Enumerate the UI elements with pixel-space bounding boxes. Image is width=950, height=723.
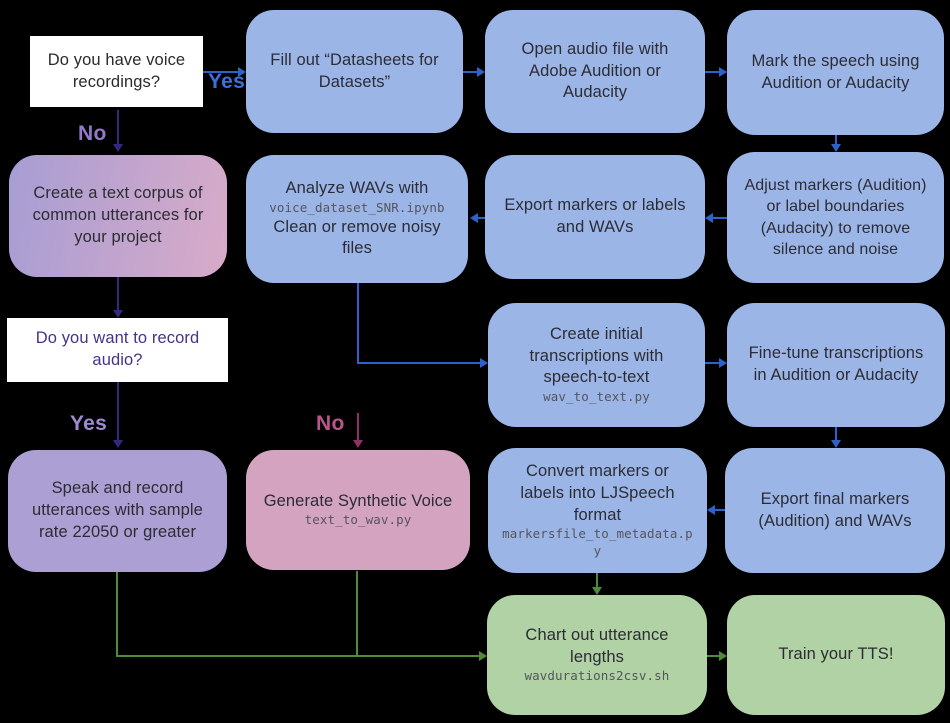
node-export-markers: Export markers or labels and WAVs bbox=[485, 155, 705, 279]
node-convert-to-ljspeech: Convert markers or labels into LJSpeech … bbox=[488, 448, 707, 573]
blue-arrows bbox=[203, 71, 837, 511]
purple-arrowheads bbox=[113, 144, 363, 448]
edge-label-no-record-audio: No bbox=[316, 412, 345, 435]
node-text: Convert markers or labels into LJSpeech … bbox=[520, 461, 675, 524]
decision-have-voice-recordings: Do you have voice recordings? bbox=[30, 36, 203, 107]
decision-text: Do you want to record audio? bbox=[35, 329, 200, 369]
green-arrowheads bbox=[479, 587, 727, 661]
node-text: Clean or remove noisy files bbox=[273, 217, 441, 258]
node-fill-datasheets: Fill out “Datasheets for Datasets” bbox=[246, 10, 463, 133]
node-adjust-markers: Adjust markers (Audition) or label bound… bbox=[727, 152, 944, 283]
node-script-name: wav_to_text.py bbox=[543, 389, 650, 405]
blue-arrowheads bbox=[238, 67, 841, 515]
node-mark-speech: Mark the speech using Audition or Audaci… bbox=[727, 10, 944, 135]
node-text: Export final markers (Audition) and WAVs bbox=[758, 489, 912, 530]
node-text: Generate Synthetic Voice bbox=[263, 491, 453, 510]
edge-label-no-recordings: No bbox=[78, 122, 107, 145]
node-create-transcriptions: Create initial transcriptions with speec… bbox=[488, 303, 705, 427]
node-text: Export markers or labels and WAVs bbox=[504, 196, 686, 236]
node-analyze-wavs: Analyze WAVs with voice_dataset_SNR.ipyn… bbox=[246, 155, 468, 283]
edge-label-yes-record-audio: Yes bbox=[70, 412, 108, 435]
node-generate-synthetic-voice: Generate Synthetic Voice text_to_wav.py bbox=[246, 450, 470, 570]
node-script-name: markersfile_to_metadata.py bbox=[502, 526, 693, 559]
node-text: Fine-tune transcriptions in Audition or … bbox=[748, 344, 924, 384]
node-text: Adjust markers (Audition) or label bound… bbox=[744, 177, 927, 258]
edge-label-yes-recordings: Yes bbox=[208, 70, 246, 93]
node-text: Fill out “Datasheets for Datasets” bbox=[270, 50, 439, 91]
node-open-audio-file: Open audio file with Adobe Audition or A… bbox=[485, 10, 705, 133]
node-text: Mark the speech using Audition or Audaci… bbox=[751, 51, 920, 92]
node-chart-utterance-lengths: Chart out utterance lengths wavdurations… bbox=[487, 595, 707, 715]
node-script-name: voice_dataset_SNR.ipynb bbox=[269, 199, 445, 215]
node-create-text-corpus: Create a text corpus of common utterance… bbox=[9, 155, 227, 277]
node-text: Open audio file with Adobe Audition or A… bbox=[521, 39, 669, 102]
node-export-final-markers: Export final markers (Audition) and WAVs bbox=[725, 448, 945, 573]
node-text: Create a text corpus of common utterance… bbox=[32, 184, 204, 246]
decision-want-record-audio: Do you want to record audio? bbox=[7, 318, 228, 382]
node-text: Speak and record utterances with sample … bbox=[32, 479, 203, 541]
node-speak-and-record: Speak and record utterances with sample … bbox=[8, 450, 227, 572]
node-text: Chart out utterance lengths bbox=[525, 625, 669, 666]
node-script-name: text_to_wav.py bbox=[304, 512, 412, 528]
node-train-your-tts: Train your TTS! bbox=[727, 595, 945, 715]
green-arrows bbox=[116, 571, 719, 657]
node-text: Analyze WAVs with bbox=[285, 178, 429, 197]
node-text: Create initial transcriptions with speec… bbox=[529, 324, 664, 387]
node-fine-tune-transcriptions: Fine-tune transcriptions in Audition or … bbox=[727, 303, 945, 427]
decision-text: Do you have voice recordings? bbox=[47, 50, 186, 91]
node-text: Train your TTS! bbox=[778, 645, 894, 664]
node-script-name: wavdurations2csv.sh bbox=[524, 668, 670, 684]
